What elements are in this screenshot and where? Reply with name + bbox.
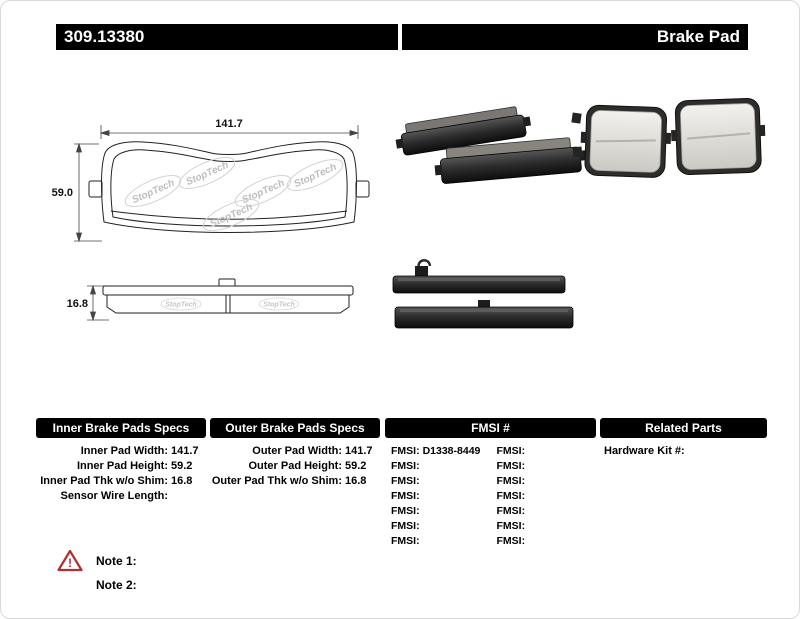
fmsi-row: FMSI: bbox=[385, 489, 491, 504]
note-1-label: Note 1: bbox=[96, 553, 137, 568]
notes-section: ! Note 1: Note 2: bbox=[57, 549, 137, 594]
note-2-label: Note 2: bbox=[96, 578, 137, 592]
fmsi-label: FMSI: bbox=[391, 490, 420, 502]
fmsi-label: FMSI: bbox=[391, 520, 420, 532]
fmsi-row: FMSI: bbox=[491, 534, 597, 549]
fmsi-row: FMSI: bbox=[491, 459, 597, 474]
related-part-row: Hardware Kit #: bbox=[600, 444, 767, 459]
fmsi-label: FMSI: bbox=[391, 535, 420, 547]
stoptech-watermark: StopTech bbox=[178, 156, 236, 190]
pad-photo-angled bbox=[395, 106, 587, 184]
spec-value: 16.8 bbox=[345, 475, 367, 487]
stoptech-watermark: StopTech bbox=[258, 297, 300, 311]
inner-spec-row: Sensor Wire Length: bbox=[36, 489, 206, 504]
width-dimension-label: 141.7 bbox=[215, 118, 243, 130]
front-view-drawing bbox=[88, 141, 370, 233]
inner-spec-row: Inner Pad Width: 141.7 bbox=[36, 444, 206, 459]
stoptech-watermark: StopTech bbox=[202, 198, 260, 232]
fmsi-row: FMSI: bbox=[385, 504, 491, 519]
spec-value: 59.2 bbox=[171, 460, 193, 472]
product-type: Brake Pad bbox=[656, 27, 740, 46]
spec-value: 59.2 bbox=[345, 460, 367, 472]
pad-photo-face bbox=[571, 97, 766, 178]
inner-spec-row: Inner Pad Thk w/o Shim: 16.8 bbox=[36, 474, 206, 489]
fmsi-row: FMSI: bbox=[491, 474, 597, 489]
fmsi-row: FMSI: bbox=[491, 444, 597, 459]
spec-value: 16.8 bbox=[171, 475, 193, 487]
fmsi-label: FMSI: bbox=[391, 460, 420, 472]
fmsi-row: FMSI: bbox=[491, 489, 597, 504]
spec-label: Inner Pad Width: bbox=[80, 445, 168, 457]
thickness-dimension-label: 16.8 bbox=[67, 298, 88, 310]
fmsi-label: FMSI: bbox=[496, 460, 526, 472]
watermark-text: StopTech bbox=[263, 302, 295, 309]
related-parts-table: Related Parts Hardware Kit #: bbox=[600, 418, 767, 459]
spec-label: Inner Pad Height: bbox=[76, 460, 168, 472]
spec-label: Outer Pad Width: bbox=[252, 445, 342, 457]
outer-specs-header: Outer Brake Pads Specs bbox=[210, 418, 380, 438]
spec-value: 141.7 bbox=[171, 445, 199, 457]
spec-value: 141.7 bbox=[345, 445, 373, 457]
fmsi-row: FMSI: bbox=[385, 474, 491, 489]
outer-spec-row: Outer Pad Height: 59.2 bbox=[210, 459, 380, 474]
related-parts-header: Related Parts bbox=[600, 418, 767, 438]
outer-specs-table: Outer Brake Pads Specs Outer Pad Width: … bbox=[210, 418, 380, 489]
fmsi-row: FMSI: bbox=[385, 534, 491, 549]
fmsi-right-column: FMSI: FMSI: FMSI: FMSI: FMSI: bbox=[491, 444, 597, 549]
inner-spec-row: Inner Pad Height: 59.2 bbox=[36, 459, 206, 474]
stoptech-watermark: StopTech bbox=[286, 158, 344, 192]
spec-label: Inner Pad Thk w/o Shim: bbox=[40, 475, 168, 487]
fmsi-label: FMSI: bbox=[391, 475, 420, 487]
fmsi-row: FMSI: bbox=[385, 519, 491, 534]
fmsi-row: FMSI: bbox=[385, 459, 491, 474]
height-dimension-label: 59.0 bbox=[52, 187, 73, 199]
inner-specs-header: Inner Brake Pads Specs bbox=[36, 418, 206, 438]
pad-photo-edge bbox=[392, 259, 574, 329]
fmsi-label: FMSI: bbox=[496, 535, 526, 547]
side-view-drawing bbox=[102, 278, 354, 314]
outer-spec-row: Outer Pad Thk w/o Shim: 16.8 bbox=[210, 474, 380, 489]
watermark-text: StopTech bbox=[165, 302, 197, 309]
dimension-lines bbox=[74, 125, 360, 322]
fmsi-label: FMSI: bbox=[391, 445, 420, 457]
fmsi-left-column: FMSI: D1338-8449 FMSI: FMSI: FMSI: FMSI: bbox=[385, 444, 491, 549]
warning-glyph: ! bbox=[68, 556, 72, 570]
warning-icon: ! bbox=[57, 549, 83, 572]
stoptech-watermark: StopTech bbox=[124, 174, 182, 208]
fmsi-label: FMSI: bbox=[496, 520, 526, 532]
related-part-label: Hardware Kit #: bbox=[604, 445, 685, 457]
inner-specs-table: Inner Brake Pads Specs Inner Pad Width: … bbox=[36, 418, 206, 504]
fmsi-table: FMSI # FMSI: D1338-8449 FMSI: FMSI: FMSI… bbox=[385, 418, 596, 549]
product-type-header: Brake Pad bbox=[402, 24, 748, 50]
part-number: 309.13380 bbox=[64, 27, 145, 46]
outer-spec-row: Outer Pad Width: 141.7 bbox=[210, 444, 380, 459]
fmsi-header: FMSI # bbox=[385, 418, 596, 438]
fmsi-label: FMSI: bbox=[496, 475, 526, 487]
right-abutment-tab bbox=[355, 180, 370, 198]
fmsi-value: D1338-8449 bbox=[422, 445, 481, 457]
fmsi-label: FMSI: bbox=[496, 505, 526, 517]
fmsi-label: FMSI: bbox=[496, 490, 526, 502]
stoptech-watermark: StopTech bbox=[160, 297, 202, 311]
fmsi-label: FMSI: bbox=[391, 505, 420, 517]
fmsi-label: FMSI: bbox=[496, 445, 526, 457]
fmsi-row: FMSI: bbox=[491, 504, 597, 519]
technical-drawing-and-photos: StopTech StopTech StopTech StopTech Stop… bbox=[52, 97, 766, 329]
spec-label: Sensor Wire Length: bbox=[60, 490, 168, 502]
spec-label: Outer Pad Thk w/o Shim: bbox=[211, 475, 342, 487]
fmsi-row: FMSI: D1338-8449 bbox=[385, 444, 491, 459]
part-number-header: 309.13380 bbox=[56, 24, 398, 50]
fmsi-row: FMSI: bbox=[491, 519, 597, 534]
left-abutment-tab bbox=[88, 180, 103, 198]
spec-label: Outer Pad Height: bbox=[248, 460, 342, 472]
